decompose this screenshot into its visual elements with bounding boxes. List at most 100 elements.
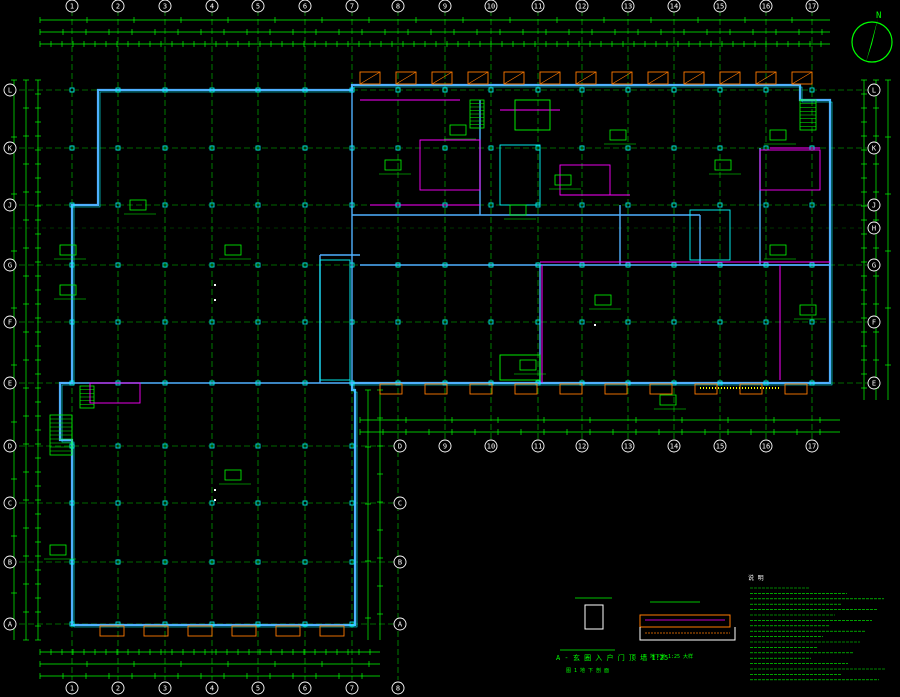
hatch-line: [467, 71, 489, 85]
axis-bubble-col-top: 15: [713, 0, 727, 13]
room-tag: [224, 469, 242, 481]
detail-2-caption: 地下室 1:25 大样: [650, 653, 693, 660]
axis-bubble-col-mid: 16: [759, 439, 773, 453]
hatch-block: [514, 383, 538, 395]
axis-bubble-row-left: F: [3, 315, 17, 329]
axis-bubble-label: F: [8, 319, 12, 327]
axis-bubble-label: 16: [762, 443, 770, 451]
axis-bubble-label: G: [8, 262, 12, 270]
axis-bubble-col-bottom: 2: [111, 681, 125, 695]
column: [488, 87, 494, 93]
hatch-block: [604, 383, 628, 395]
axis-bubble-label: 13: [624, 443, 632, 451]
axis-bubble-col-top: 14: [667, 0, 681, 13]
axis-bubble-row-lower: D: [393, 439, 407, 453]
column: [442, 262, 448, 268]
hatch-line: [503, 71, 525, 85]
axis-bubble-col-top: 6: [298, 0, 312, 13]
column: [69, 87, 75, 93]
axis-bubble-label: 12: [578, 3, 586, 11]
axis-bubble-row-right: J: [867, 198, 881, 212]
column: [763, 202, 769, 208]
axis-bubble-label: 10: [487, 3, 495, 11]
column: [255, 500, 261, 506]
column: [209, 559, 215, 565]
north-arrow: N: [851, 11, 893, 63]
axis-bubble-circle: [393, 555, 407, 569]
room-tag: [594, 294, 612, 306]
axis-bubble-label: 9: [443, 443, 447, 451]
axis-bubble-circle: [484, 0, 498, 13]
axis-bubble-circle: [3, 496, 17, 510]
axis-bubble-circle: [867, 376, 881, 390]
north-label: N: [876, 11, 881, 21]
column: [579, 262, 585, 268]
column: [69, 559, 75, 565]
section-detail: 地下室 1:25 大样: [639, 601, 736, 660]
column: [625, 202, 631, 208]
axis-bubble-circle: [575, 439, 589, 453]
axis-bubble-row-left: C: [3, 496, 17, 510]
axis-bubble-label: 7: [350, 685, 354, 693]
axis-bubble-label: 4: [210, 685, 214, 693]
column: [69, 202, 75, 208]
column: [302, 319, 308, 325]
axis-bubble-label: 15: [716, 443, 724, 451]
room-tag: [59, 284, 77, 296]
axis-bubble-label: 11: [534, 443, 542, 451]
hatch-block: [719, 71, 741, 85]
axis-bubble-label: 1: [70, 3, 74, 11]
axis-bubble-circle: [621, 439, 635, 453]
column: [162, 319, 168, 325]
column: [717, 262, 723, 268]
hatch-line: [431, 71, 453, 85]
hatch-line: [719, 71, 741, 85]
axis-bubble-row-right: E: [867, 376, 881, 390]
axis-bubble-circle: [158, 681, 172, 695]
column: [255, 87, 261, 93]
axis-bubble-circle: [393, 439, 407, 453]
axis-bubble-circle: [65, 681, 79, 695]
axis-bubble-row-lower: C: [393, 496, 407, 510]
hatch-block: [99, 625, 125, 637]
axis-bubble-col-mid: 14: [667, 439, 681, 453]
axis-bubble-circle: [205, 681, 219, 695]
interior-details: [44, 71, 826, 637]
room-box: [559, 164, 611, 196]
column: [302, 202, 308, 208]
column: [255, 443, 261, 449]
column: [717, 380, 723, 386]
column: [115, 262, 121, 268]
axis-bubble-circle: [65, 0, 79, 13]
axis-bubble-col-bottom: 1: [65, 681, 79, 695]
column: [488, 380, 494, 386]
hatch-block: [275, 625, 301, 637]
axis-bubble-col-top: 16: [759, 0, 773, 13]
column: [349, 621, 355, 627]
room-box: [89, 382, 141, 404]
axis-bubble-label: 17: [808, 443, 816, 451]
axis-bubble-col-bottom: 8: [391, 681, 405, 695]
axis-bubble-label: 8: [396, 685, 400, 693]
axis-bubble-label: C: [398, 500, 402, 508]
column: [671, 380, 677, 386]
axis-bubble-label: A: [398, 621, 403, 629]
detail-1-sub: 图 1 地 下 剖 面: [566, 667, 609, 674]
axis-bubble-col-top: 10: [484, 0, 498, 13]
column: [209, 262, 215, 268]
axis-bubble-label: E: [872, 380, 876, 388]
column: [763, 87, 769, 93]
axis-bubble-label: 13: [624, 3, 632, 11]
column: [349, 145, 355, 151]
axis-bubble-label: 3: [163, 3, 167, 11]
column: [162, 202, 168, 208]
axis-bubble-row-left: L: [3, 83, 17, 97]
dimension-lines: [11, 17, 891, 679]
hatch-block: [231, 625, 257, 637]
hatch-block: [755, 71, 777, 85]
column: [625, 380, 631, 386]
column: [162, 559, 168, 565]
hatch-block: [503, 71, 525, 85]
column: [671, 319, 677, 325]
column: [302, 380, 308, 386]
